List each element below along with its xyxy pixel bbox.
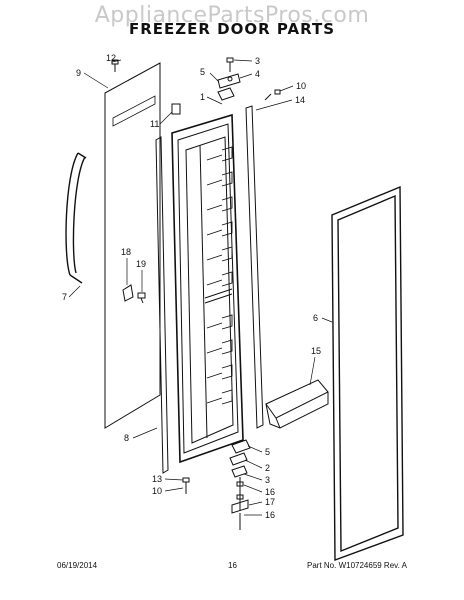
callout-18: 18: [121, 247, 131, 257]
callout-13: 13: [152, 474, 162, 484]
callout-5-bottom: 5: [265, 447, 270, 457]
bottom-screw: [182, 477, 190, 494]
top-screws: [111, 59, 281, 115]
callout-15: 15: [311, 346, 321, 356]
callout-16: 16: [265, 487, 275, 497]
callout-16-bottom: 16: [265, 510, 275, 520]
footer-page-number: 16: [228, 561, 237, 570]
callout-2: 2: [265, 463, 270, 473]
callout-12: 12: [106, 53, 116, 63]
side-trim-strip: [155, 136, 169, 474]
callout-4: 4: [255, 69, 260, 79]
door-gasket: [331, 185, 404, 561]
page-title: FREEZER DOOR PARTS: [128, 20, 336, 38]
callout-17: 17: [265, 497, 275, 507]
callout-labels: 12 9 3 5 4 10 14 1 11 7 18 19 6 15 8 5 2…: [62, 53, 321, 520]
handle-clip: [122, 284, 146, 304]
door-liner: [171, 113, 244, 464]
footer-part-number: Part No. W10724659 Rev. A: [307, 561, 407, 570]
callout-3-bottom: 3: [265, 475, 270, 485]
door-handle: [65, 152, 87, 284]
callout-11: 11: [150, 119, 159, 129]
bottom-hinge-hardware: [229, 439, 251, 530]
callout-5: 5: [200, 67, 205, 77]
callout-3: 3: [255, 56, 260, 66]
right-trim-strip: [245, 105, 264, 429]
callout-9: 9: [76, 68, 81, 78]
callout-6: 6: [313, 313, 318, 323]
top-hinge-hardware: [217, 57, 241, 101]
callout-19: 19: [136, 259, 146, 269]
door-outer-panel: [104, 62, 161, 429]
callout-7: 7: [62, 292, 67, 302]
callout-8: 8: [124, 433, 129, 443]
watermark: AppliancePartsPros.com: [94, 3, 370, 28]
leader-lines: [68, 59, 333, 516]
callout-10-bottom: 10: [152, 486, 162, 496]
callout-1: 1: [200, 92, 205, 102]
callout-10: 10: [296, 81, 306, 91]
door-bin: [265, 379, 329, 429]
footer-date: 06/19/2014: [57, 561, 98, 570]
callout-14: 14: [295, 95, 305, 105]
